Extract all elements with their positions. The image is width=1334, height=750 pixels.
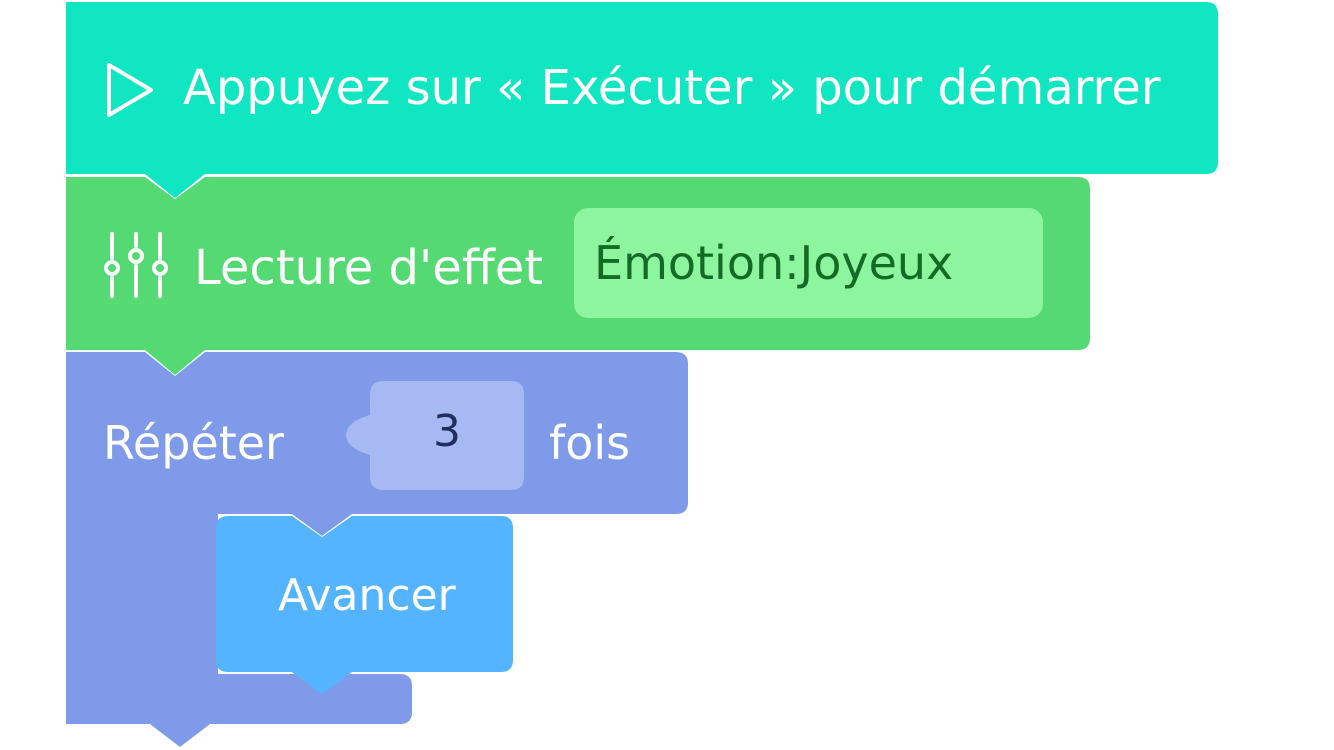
move-block-label: Avancer: [278, 570, 456, 621]
effect-block-label: Lecture d'effet: [194, 240, 544, 296]
repeat-block[interactable]: [66, 352, 688, 747]
start-block-label: Appuyez sur « Exécuter » pour démarrer: [183, 60, 1161, 116]
repeat-block-suffix: fois: [549, 416, 631, 470]
repeat-block-label: Répéter: [103, 416, 284, 470]
repeat-count-socket[interactable]: [346, 381, 524, 490]
effect-value-dropdown[interactable]: Émotion:Joyeux: [574, 208, 1043, 318]
repeat-count-input[interactable]: 3: [433, 406, 461, 457]
move-block[interactable]: [216, 516, 513, 694]
play-outline-icon: [103, 60, 157, 120]
sliders-icon: [102, 230, 172, 302]
start-block[interactable]: [66, 2, 1218, 198]
